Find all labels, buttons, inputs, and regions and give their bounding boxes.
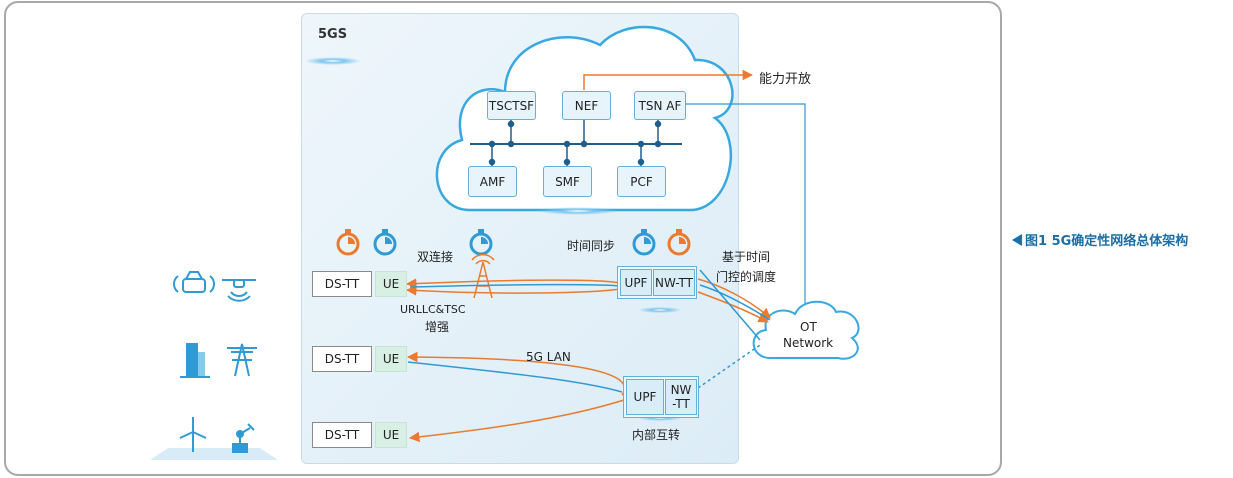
ds-tt-row1: DS-TT xyxy=(312,271,372,297)
drone-icon xyxy=(222,279,256,302)
caption-triangle-icon xyxy=(1012,234,1022,246)
ot-label-2: Network xyxy=(783,336,834,350)
caption-text: 图1 5G确定性网络总体架构 xyxy=(1025,234,1189,249)
upf-top: UPF xyxy=(620,269,652,296)
lan-links xyxy=(406,344,761,443)
ds-tt-row3: DS-TT xyxy=(312,422,372,448)
nf-smf: SMF xyxy=(543,166,592,197)
nwtt-bottom-line1: NW xyxy=(670,383,692,397)
ot-network-cloud xyxy=(752,300,860,360)
base-station-icon xyxy=(471,253,495,299)
upf-top-group: UPF NW-TT xyxy=(617,266,697,299)
exposure-arrow xyxy=(583,69,754,90)
dual-connectivity-label: 双连接 xyxy=(417,250,454,264)
outer-frame xyxy=(4,1,1002,476)
tsnaf-ot-link xyxy=(686,103,806,312)
nf-tsnaf: TSN AF xyxy=(634,91,686,120)
ds-tt-row2: DS-TT xyxy=(312,346,372,372)
ue-row1: UE xyxy=(375,271,407,297)
cloud-glow xyxy=(538,207,618,215)
gating-label-1: 基于时间 xyxy=(722,250,771,264)
clock-icon-blue-3 xyxy=(632,229,656,256)
ot-label-1: OT xyxy=(800,320,817,334)
lan-label: 5G LAN xyxy=(526,350,571,364)
ue-row2: UE xyxy=(375,346,407,372)
robot-arm-icon xyxy=(232,423,255,453)
gating-label-2: 门控的调度 xyxy=(716,270,777,284)
clock-icon-orange-2 xyxy=(667,229,691,256)
time-sync-label: 时间同步 xyxy=(567,239,616,253)
clock-icon-blue-1 xyxy=(373,229,397,256)
wind-turbine-icon xyxy=(179,417,207,452)
ue-row3: UE xyxy=(375,422,407,448)
nf-tsctsf: TSCTSF xyxy=(487,91,536,120)
bus-connectors xyxy=(488,120,662,166)
nwtt-bottom: NW -TT xyxy=(665,379,697,415)
figure-caption: 图1 5G确定性网络总体架构 xyxy=(1012,230,1188,249)
clock-icon-blue-2 xyxy=(469,229,493,256)
exposure-label: 能力开放 xyxy=(759,72,812,87)
upf-bottom: UPF xyxy=(626,379,664,415)
building-icon xyxy=(180,343,210,378)
local-switch-label: 内部互转 xyxy=(632,428,681,442)
upf-top-glow xyxy=(638,307,682,313)
urllc-label-1: URLLC&TSC xyxy=(400,303,466,316)
clock-icon-orange-1 xyxy=(336,229,360,256)
5gs-label: 5GS xyxy=(318,27,348,42)
nwtt-bottom-line2: -TT xyxy=(672,397,690,411)
row1-links xyxy=(405,269,771,341)
5gs-glow xyxy=(305,57,361,65)
nwtt-top: NW-TT xyxy=(653,269,695,296)
power-tower-icon xyxy=(227,343,257,377)
nf-nef: NEF xyxy=(562,91,611,120)
ground-platform xyxy=(150,448,278,460)
vehicle-icon xyxy=(173,271,215,293)
nf-amf: AMF xyxy=(468,166,517,197)
nf-pcf: PCF xyxy=(617,166,666,197)
urllc-label-2: 增强 xyxy=(425,320,450,334)
upf-bottom-group: UPF NW -TT xyxy=(623,376,699,418)
